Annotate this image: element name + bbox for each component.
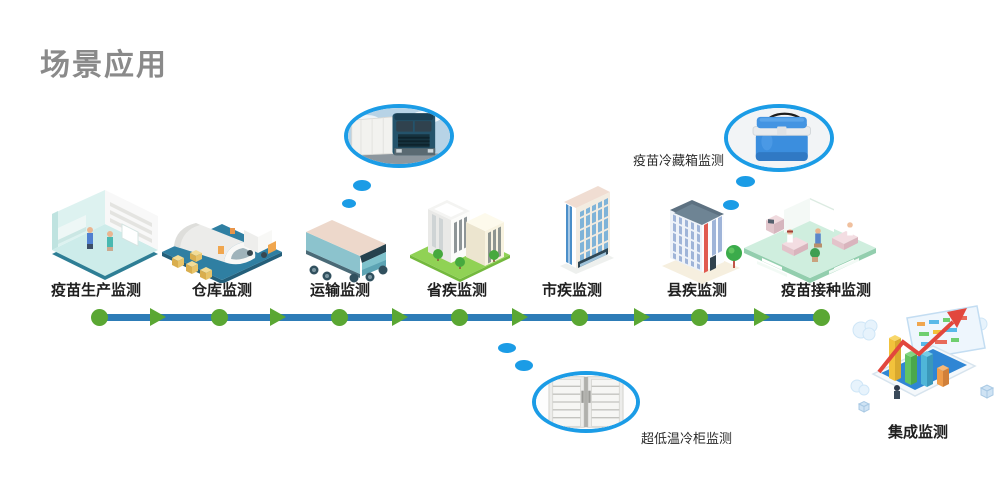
ultralow-freezer-label: 超低温冷柜监测 [641,431,733,446]
stage-label-vaccine-production: 疫苗生产监测 [50,282,141,299]
stage-label-warehouse: 仓库监测 [191,282,252,299]
timeline-arrow-icon [754,308,770,326]
timeline-arrow-icon [150,308,166,326]
thought-trail-dot [342,199,356,208]
timeline-arrow-icon [512,308,528,326]
stage-label-provincial-cdc: 省疾监测 [426,282,487,299]
warehouse-illustration [162,223,282,283]
timeline-node-7 [813,309,830,326]
cold-box-label: 疫苗冷藏箱监测 [632,153,724,168]
thought-trail-dot [498,343,516,353]
page-title: 场景应用 [40,49,168,82]
delivery-truck-illustration [306,220,388,283]
timeline-arrow-icon [392,308,408,326]
municipal-cdc-building-illustration [560,186,614,274]
stage-label-municipal-cdc: 市疾监测 [541,282,602,299]
timeline-node-3 [331,309,348,326]
integration-label: 集成监测 [887,424,948,441]
thought-trail-dot [723,200,739,210]
stage-label-vaccination: 疫苗接种监测 [780,282,871,299]
thought-trail-dot [515,360,533,371]
thought-trail-dot [353,180,371,191]
provincial-cdc-building-illustration [410,200,510,282]
timeline-node-1 [91,309,108,326]
timeline-node-5 [571,309,588,326]
stage-label-transport: 运输监测 [309,282,370,299]
stage-label-county-cdc: 县疾监测 [666,282,727,299]
integrated-monitoring-dashboard-illustration [850,305,995,413]
ultra-low-freezer-photo [532,371,640,433]
timeline-node-4 [451,309,468,326]
county-cdc-building-illustration [662,200,742,284]
thought-trail-dot [736,176,755,187]
timeline-arrow-icon [634,308,650,326]
timeline-arrow-icon [270,308,286,326]
vaccination-clinic-illustration [744,198,876,283]
vaccine-production-lab-illustration [52,190,158,280]
timeline-node-6 [691,309,708,326]
timeline-node-2 [211,309,228,326]
vaccine-cold-box-photo [724,104,834,172]
refrigerated-truck-photo [344,104,454,168]
